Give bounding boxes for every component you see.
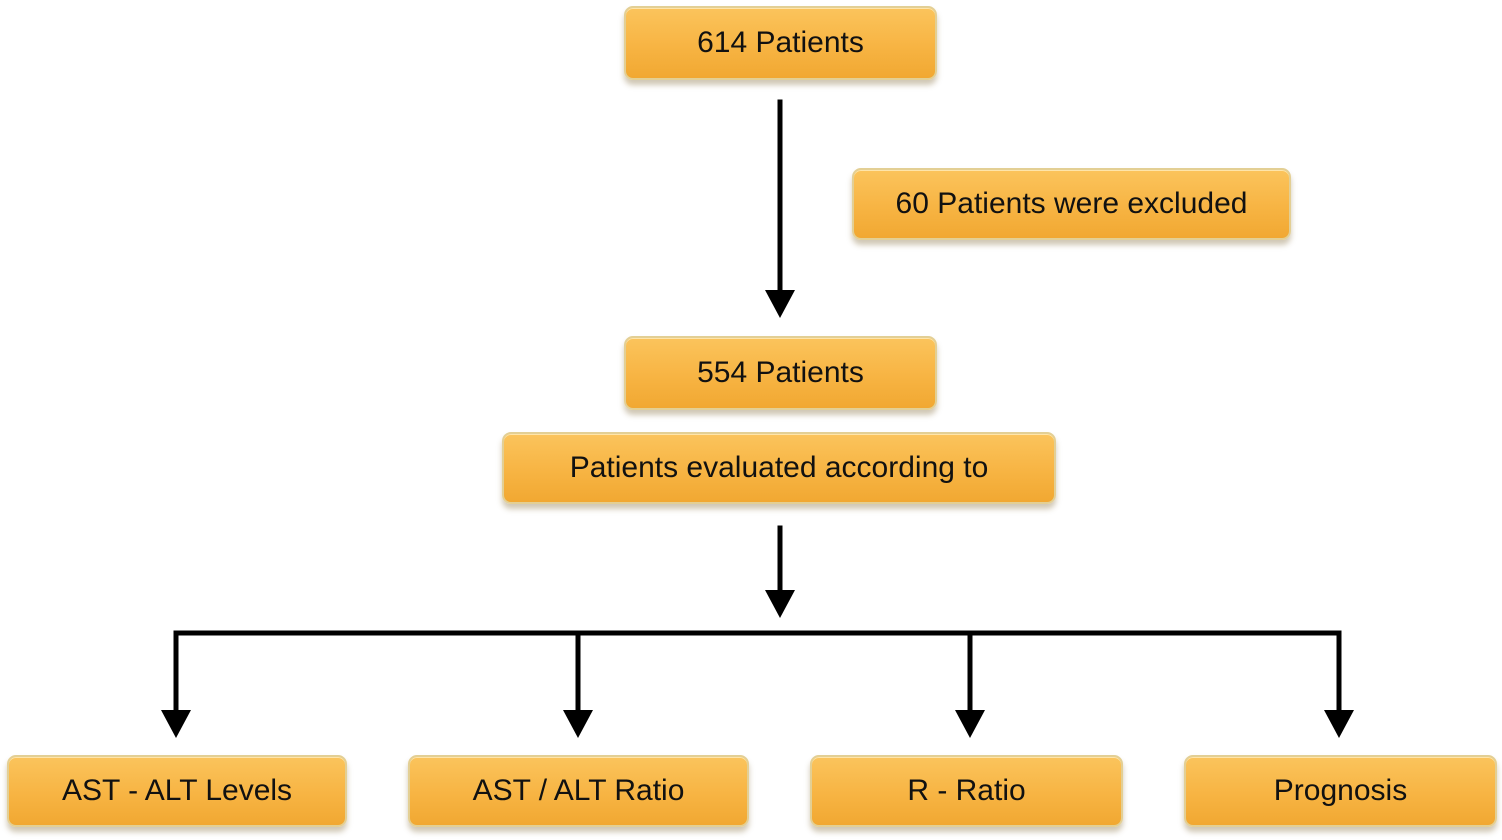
arrowhead-branch-2 — [563, 710, 593, 738]
node-evaluation: Patients evaluated according to — [502, 432, 1056, 504]
node-remaining-patients: 554 Patients — [624, 336, 937, 410]
node-start-patients: 614 Patients — [624, 6, 937, 80]
arrowhead-branch-4 — [1324, 710, 1354, 738]
node-branch-label: R - Ratio — [907, 774, 1026, 807]
node-branch-ast-alt-ratio: AST / ALT Ratio — [408, 755, 749, 827]
node-branch-r-ratio: R - Ratio — [810, 755, 1123, 827]
node-excluded-label: 60 Patients were excluded — [895, 187, 1248, 220]
arrowhead-branch-3 — [955, 710, 985, 738]
node-excluded-patients: 60 Patients were excluded — [852, 168, 1291, 240]
node-branch-label: AST / ALT Ratio — [472, 774, 685, 807]
arrowhead-to-remaining — [765, 290, 795, 318]
node-evaluation-label: Patients evaluated according to — [569, 451, 989, 484]
arrowhead-branch-1 — [161, 710, 191, 738]
node-branch-label: AST - ALT Levels — [61, 774, 293, 807]
node-branch-label: Prognosis — [1273, 774, 1408, 807]
node-remaining-label: 554 Patients — [697, 356, 864, 389]
node-branch-prognosis: Prognosis — [1184, 755, 1497, 827]
node-start-label: 614 Patients — [697, 26, 864, 59]
node-branch-ast-alt-levels: AST - ALT Levels — [7, 755, 347, 827]
arrowhead-eval-down — [765, 590, 795, 618]
